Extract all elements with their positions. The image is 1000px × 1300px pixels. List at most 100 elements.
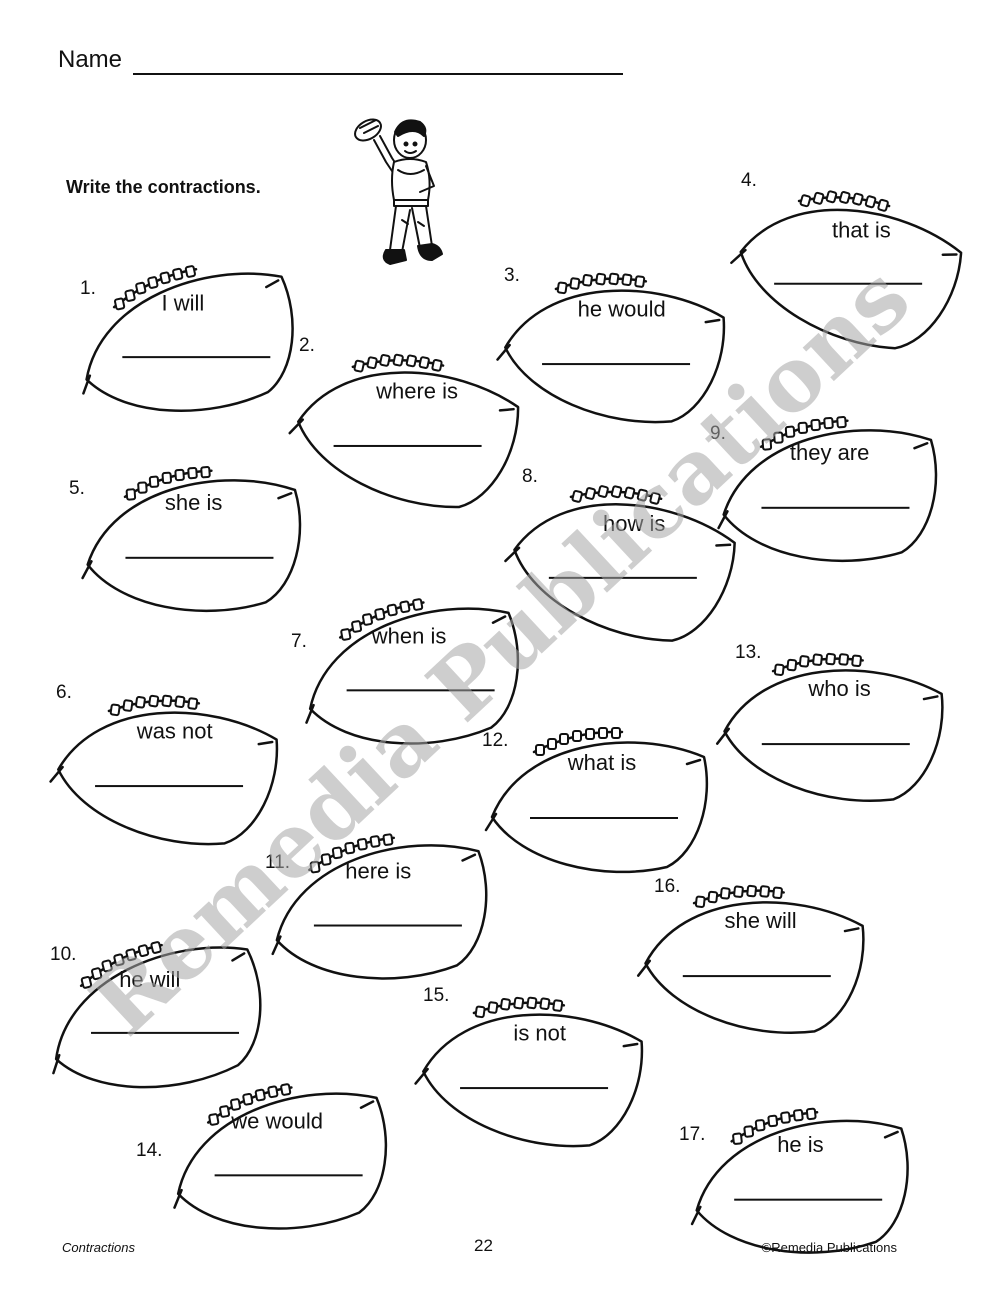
answer-line[interactable] <box>125 556 274 559</box>
football-outline <box>717 416 938 563</box>
football-outline <box>271 833 488 980</box>
answer-line[interactable] <box>734 1198 883 1201</box>
lace-mark <box>773 663 785 676</box>
football-item: they are <box>707 404 957 570</box>
lace-mark <box>90 967 103 981</box>
lace-mark <box>767 1114 779 1128</box>
answer-line[interactable] <box>761 743 910 746</box>
lace-mark <box>412 598 424 611</box>
item-number: 2. <box>299 335 315 356</box>
lace-mark <box>137 944 150 958</box>
lace-mark <box>113 953 125 967</box>
lace-mark <box>135 696 146 709</box>
lace-mark <box>636 488 649 502</box>
lace-mark <box>147 276 159 289</box>
answer-line[interactable] <box>91 1031 240 1034</box>
lace-mark <box>733 885 744 898</box>
football-outline <box>82 265 294 412</box>
contraction-word: is not <box>513 1020 567 1046</box>
lace-mark <box>114 297 126 311</box>
lace-mark <box>621 273 633 287</box>
instructions: Write the contractions. <box>66 177 261 197</box>
lace-mark <box>719 887 731 900</box>
lace-mark <box>761 438 773 451</box>
lace-mark <box>379 354 391 367</box>
item-number: 6. <box>56 682 72 703</box>
football-item: what is <box>482 722 722 874</box>
lace-mark <box>585 728 595 740</box>
answer-line[interactable] <box>682 975 831 978</box>
item-number: 16. <box>654 876 681 897</box>
football-outline <box>504 485 736 642</box>
contraction-word: he is <box>777 1132 824 1158</box>
lace-mark <box>732 1132 743 1145</box>
contraction-word: that is <box>832 217 891 243</box>
answer-line[interactable] <box>333 444 482 447</box>
lace-mark <box>161 694 173 708</box>
football-outline <box>414 996 644 1148</box>
item-number: 3. <box>504 265 520 286</box>
football-item: how is <box>491 455 760 659</box>
lace-mark <box>513 996 525 1010</box>
lace-mark <box>392 353 404 367</box>
answer-line[interactable] <box>460 1087 609 1090</box>
contraction-word: she will <box>724 908 797 934</box>
lace-mark <box>743 1125 755 1138</box>
lace-mark <box>351 620 363 633</box>
contraction-word: she is <box>164 490 223 516</box>
lace-mark <box>150 941 162 954</box>
lace-mark <box>836 416 847 429</box>
lace-mark <box>539 997 551 1011</box>
football-item: here is <box>254 814 513 996</box>
answer-line[interactable] <box>542 363 691 366</box>
football-item: she will <box>630 868 884 1042</box>
contraction-word: he will <box>119 967 181 993</box>
answer-line[interactable] <box>313 924 462 927</box>
answer-line[interactable] <box>761 506 910 509</box>
football-item: he will <box>23 911 292 1115</box>
lace-mark <box>797 421 809 435</box>
lace-mark <box>124 289 136 302</box>
football-outline <box>49 694 279 846</box>
lace-mark <box>556 281 568 295</box>
lace-mark <box>582 274 593 287</box>
lace-mark <box>812 191 825 205</box>
answer-line[interactable] <box>530 817 678 819</box>
answer-line[interactable] <box>346 689 495 692</box>
lace-mark <box>386 603 398 617</box>
item-number: 5. <box>69 478 85 499</box>
lace-mark <box>805 1107 817 1121</box>
football-item: is not <box>406 976 665 1158</box>
item-number: 9. <box>710 423 726 444</box>
lace-mark <box>864 195 877 209</box>
football-outline <box>690 1107 909 1254</box>
boy-with-football-illustration <box>354 118 443 265</box>
lace-mark <box>230 1098 241 1111</box>
lace-mark <box>786 658 798 672</box>
lace-mark <box>535 744 545 756</box>
lace-mark <box>474 1005 486 1019</box>
lace-mark <box>694 895 706 908</box>
answer-line[interactable] <box>214 1174 363 1177</box>
name-line[interactable] <box>133 73 623 75</box>
lace-mark <box>382 833 394 846</box>
lace-mark <box>122 699 134 712</box>
item-number: 7. <box>291 631 307 652</box>
lace-mark <box>172 267 184 281</box>
footer-copyright: ©Remedia Publications <box>761 1240 897 1255</box>
lace-mark <box>825 652 836 666</box>
answer-line[interactable] <box>548 576 697 579</box>
football-item: he is <box>677 1092 931 1266</box>
lace-mark <box>598 727 608 739</box>
lace-mark <box>356 838 368 851</box>
answer-line[interactable] <box>774 282 923 285</box>
lace-mark <box>825 190 838 204</box>
answer-line[interactable] <box>95 785 244 788</box>
contraction-word: who is <box>808 676 871 702</box>
answer-line[interactable] <box>122 356 271 359</box>
lace-mark <box>634 275 646 288</box>
lace-mark <box>597 485 609 498</box>
contraction-word: what is <box>567 750 637 775</box>
lace-mark <box>772 886 783 900</box>
